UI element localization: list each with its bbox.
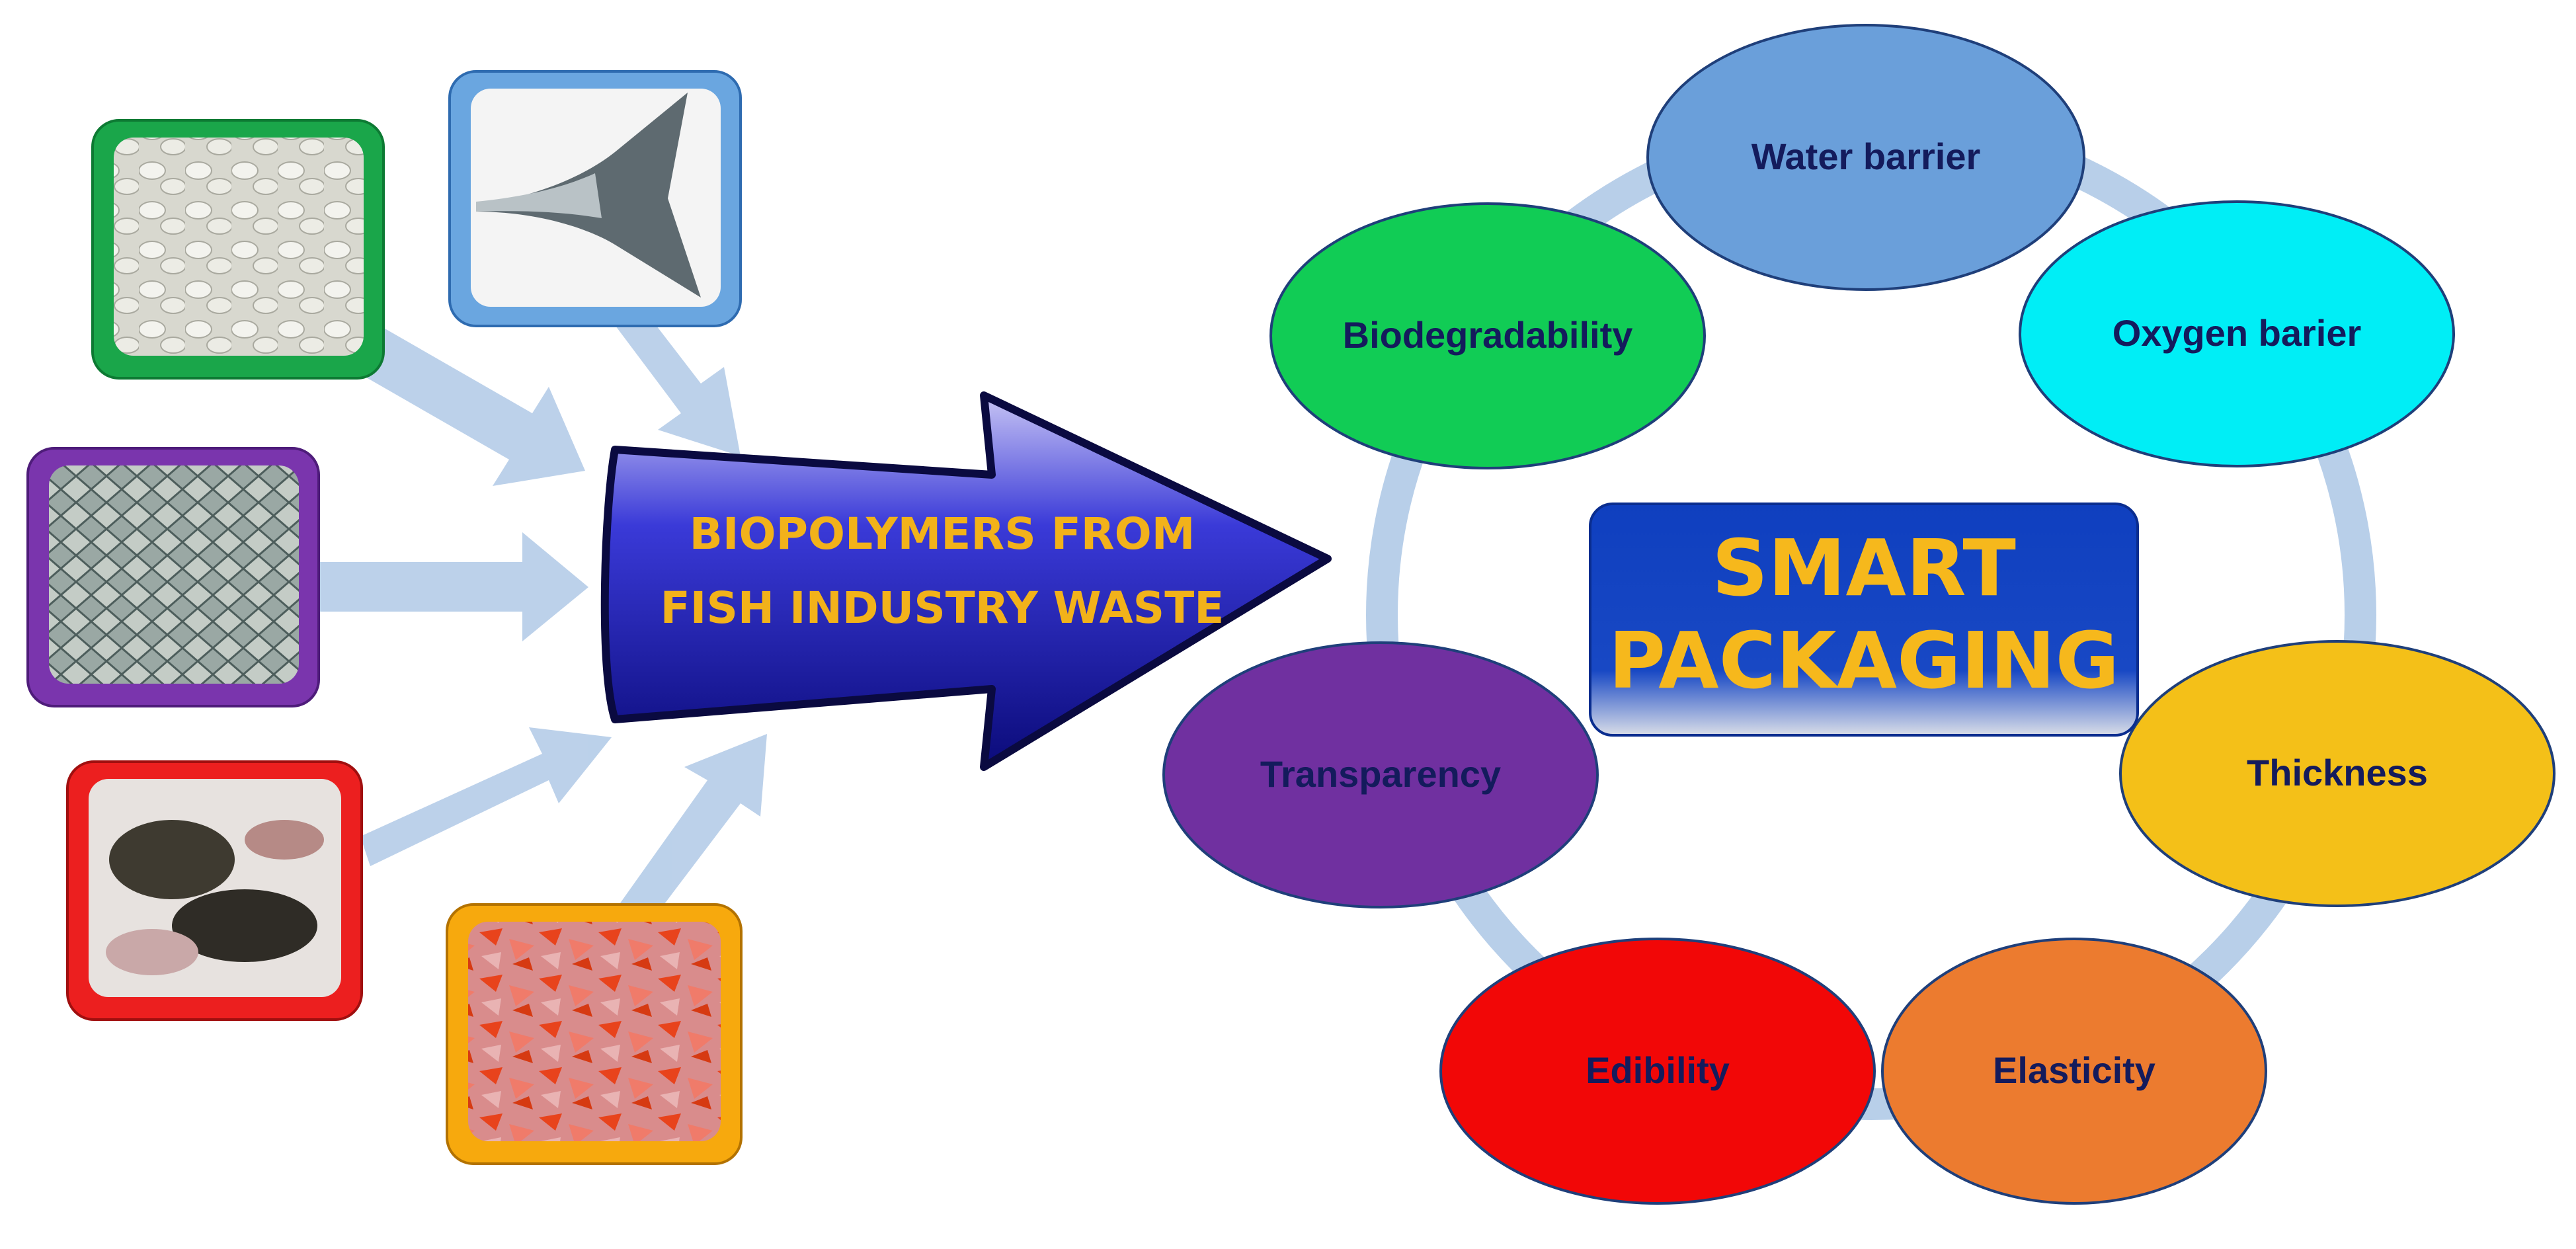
property-oval-elasticity: Elasticity	[1881, 938, 2267, 1205]
property-label: Elasticity	[1993, 1049, 2155, 1091]
property-oval-water-barrier: Water barrier	[1646, 24, 2085, 291]
property-oval-biodegradability: Biodegradability	[1269, 202, 1706, 469]
property-label: Biodegradability	[1343, 314, 1633, 356]
source-tile-tail	[448, 70, 742, 327]
arrow-from-shells	[618, 734, 767, 926]
arrow-from-heads	[360, 727, 612, 866]
source-tile-shells	[446, 903, 743, 1165]
big-arrow	[600, 391, 1332, 771]
property-label: Thickness	[2247, 752, 2428, 793]
property-oval-transparency: Transparency	[1162, 641, 1599, 908]
center-label-line1: SMART	[1712, 522, 2016, 614]
source-tile-scales	[91, 119, 385, 380]
source-tile-heads	[66, 760, 363, 1021]
property-oval-oxygen-barrier: Oxygen barier	[2019, 200, 2455, 467]
arrow-from-scales	[354, 324, 585, 486]
property-oval-edibility: Edibility	[1439, 938, 1876, 1205]
center-box: SMART PACKAGING	[1589, 503, 2139, 737]
property-label: Water barrier	[1751, 136, 1981, 177]
source-tile-skin	[26, 447, 320, 707]
property-label: Transparency	[1260, 753, 1501, 795]
arrow-label-line1: BIOPOLYMERS FROM	[690, 508, 1195, 559]
arrow-from-skin	[317, 532, 588, 641]
source-arrows	[317, 298, 767, 926]
center-label-line2: PACKAGING	[1609, 615, 2120, 706]
arrow-from-tail	[612, 298, 741, 456]
property-label: Edibility	[1586, 1049, 1730, 1091]
property-label: Oxygen barier	[2113, 312, 2362, 354]
property-oval-thickness: Thickness	[2119, 640, 2556, 907]
arrow-label-line2: FISH INDUSTRY WASTE	[661, 583, 1225, 633]
fish-head-icon	[109, 820, 235, 899]
